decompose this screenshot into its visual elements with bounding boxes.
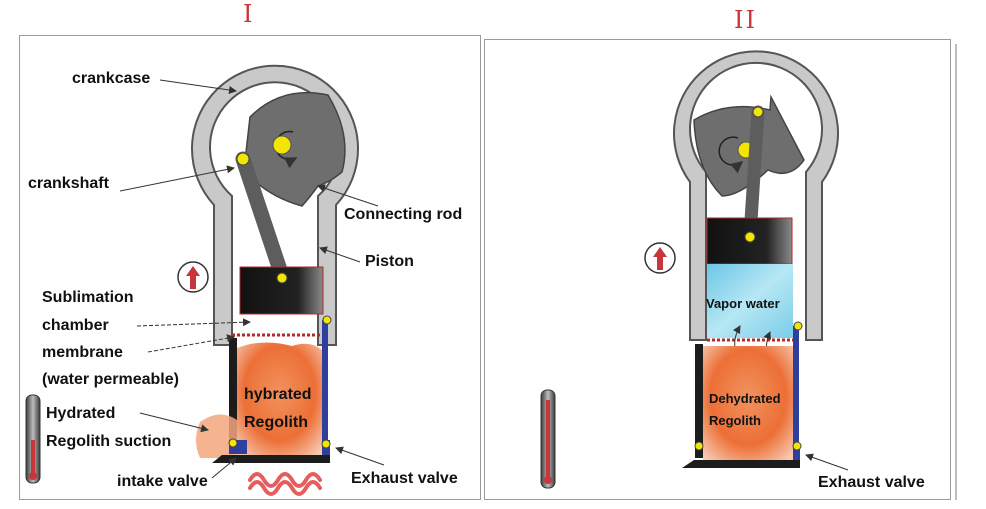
up-arrow-icon (177, 261, 209, 293)
label-crankshaft: crankshaft (28, 175, 109, 192)
piston-pin-i (276, 272, 288, 284)
dehydrated-regolith (703, 346, 793, 460)
cylinder-wall-right-ii (793, 326, 799, 458)
label-hydrated-suction-1: Hydrated (46, 405, 116, 422)
leader-exhaust-ii (805, 453, 849, 471)
bottom-plate-i (212, 455, 330, 463)
exhaust-valve-pin-i (321, 439, 331, 449)
connecting-rod-i (235, 151, 290, 284)
label-hydrated-suction-2: Regolith suction (46, 433, 172, 450)
engine-i (25, 64, 385, 496)
right-valve-pin-top-ii (793, 321, 803, 331)
cylinder-wall-right-i (322, 320, 328, 448)
exhaust-valve-ii (793, 444, 800, 466)
left-pin-ii (694, 441, 704, 451)
crankcase-ii (673, 50, 839, 341)
label-membrane-2: (water permeable) (42, 371, 179, 388)
leader-exhaust-i (335, 446, 385, 466)
label-dehydrated-1: Dehydrated (709, 391, 781, 406)
intake-valve-pin (228, 438, 238, 448)
label-membrane-1: membrane (42, 344, 123, 361)
label-hybrated-1: hybrated (244, 386, 312, 403)
crankshaft-pin-ii (752, 106, 764, 118)
piston-pin-ii (744, 231, 756, 243)
leader-piston (319, 246, 361, 263)
leader-connecting-rod (317, 184, 379, 207)
leader-crankcase (159, 79, 237, 94)
thermometer-icon (25, 394, 41, 484)
label-intake-valve: intake valve (117, 473, 208, 490)
right-valve-pin-top-i (322, 315, 332, 325)
label-connecting-rod: Connecting rod (344, 206, 463, 223)
crankshaft-pin-i (236, 152, 250, 166)
panel-ii-divider (955, 44, 957, 500)
rotation-arrow-icon-ii (718, 136, 744, 174)
leader-sublimation (136, 318, 251, 327)
cylinder-wall-left-i (229, 338, 237, 448)
leader-crankshaft (119, 165, 235, 192)
label-vapor-water: Vapor water (706, 296, 780, 311)
hydrated-regolith-i (237, 342, 322, 455)
label-piston: Piston (365, 253, 414, 270)
exhaust-valve-i (322, 440, 330, 460)
bottom-plate-ii (682, 460, 800, 468)
label-sublimation-1: Sublimation (42, 289, 134, 306)
label-hybrated-2: Regolith (244, 414, 308, 431)
exhaust-valve-pin-ii (792, 441, 802, 451)
panel-i-numeral: I (243, 0, 255, 28)
heat-wave-icon (248, 472, 322, 496)
leader-membrane (147, 334, 235, 353)
thermometer-icon (540, 389, 556, 489)
crank-center-pin-i (272, 135, 292, 155)
leader-intake (211, 457, 237, 479)
label-exhaust-valve-i: Exhaust valve (351, 470, 458, 487)
cylinder-wall-left-ii (695, 344, 703, 458)
panel-ii-numeral: II (734, 6, 757, 34)
label-crankcase: crankcase (72, 70, 151, 87)
engine-ii (540, 50, 849, 489)
up-arrow-icon (644, 242, 676, 274)
crank-rotor-i (243, 91, 346, 207)
label-sublimation-2: chamber (42, 317, 109, 334)
crankcase-i (191, 64, 359, 346)
vapor-chamber (707, 264, 793, 338)
label-exhaust-valve-ii: Exhaust valve (818, 474, 925, 491)
label-dehydrated-2: Regolith (709, 413, 761, 428)
connecting-rod-ii (743, 105, 765, 243)
leader-suction (139, 412, 209, 433)
